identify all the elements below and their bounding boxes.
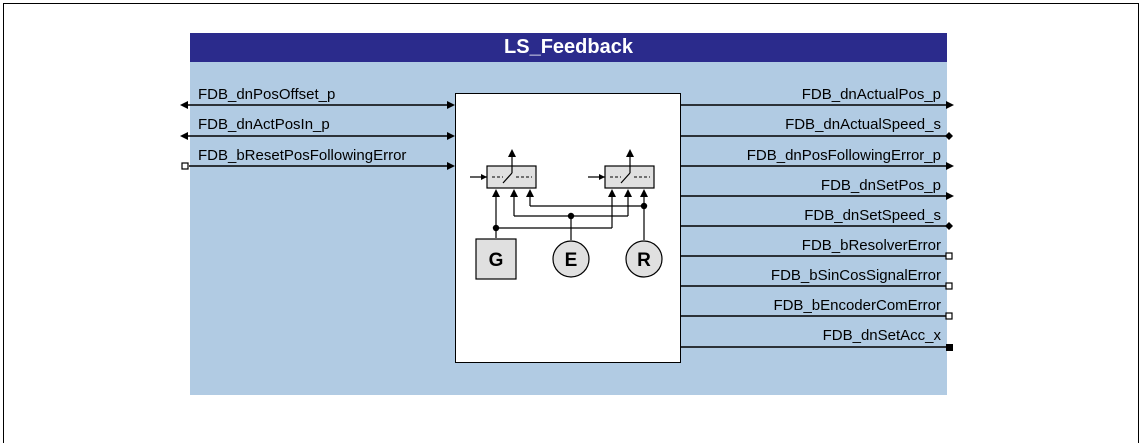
output-label-actual-pos: FDB_dnActualPos_p — [801, 86, 941, 103]
right-arrow-icon — [447, 132, 455, 140]
source-r-letter: R — [637, 250, 651, 271]
right-arrow-icon — [946, 192, 954, 200]
switch-block-right — [588, 149, 655, 189]
open-square-terminal-icon — [181, 162, 189, 170]
switch-block-left — [470, 149, 537, 189]
junction-dot — [492, 224, 500, 232]
open-square-terminal-icon — [945, 252, 953, 260]
diamond-terminal-icon — [945, 222, 953, 230]
source-r — [625, 240, 663, 278]
input-label-pos-offset: FDB_dnPosOffset_p — [198, 86, 336, 103]
input-label-reset-pos-following-error: FDB_bResetPosFollowingError — [198, 147, 407, 164]
left-arrow-icon — [180, 101, 188, 109]
open-square-terminal-icon — [945, 282, 953, 290]
source-g — [475, 238, 517, 280]
left-arrow-icon — [180, 132, 188, 140]
block-title: LS_Feedback — [190, 33, 947, 62]
right-arrow-icon — [946, 162, 954, 170]
source-e-letter: E — [565, 250, 578, 271]
output-label-set-speed: FDB_dnSetSpeed_s — [804, 207, 941, 224]
diamond-terminal-icon — [945, 132, 953, 140]
filled-square-terminal-icon — [946, 344, 953, 351]
right-arrow-icon — [447, 101, 455, 109]
open-square-terminal-icon — [945, 312, 953, 320]
input-label-act-pos-in: FDB_dnActPosIn_p — [198, 116, 330, 133]
figure-frame — [3, 3, 1139, 443]
output-label-sincos-signal-error: FDB_bSinCosSignalError — [770, 267, 941, 284]
junction-dot — [640, 202, 648, 210]
right-arrow-icon — [447, 162, 455, 170]
output-label-encoder-com-error: FDB_bEncoderComError — [773, 297, 941, 314]
output-label-actual-speed: FDB_dnActualSpeed_s — [785, 116, 941, 133]
right-arrow-icon — [946, 101, 954, 109]
source-e — [552, 240, 590, 278]
output-label-set-pos: FDB_dnSetPos_p — [820, 177, 941, 194]
junction-dot — [567, 212, 575, 220]
output-label-resolver-error: FDB_bResolverError — [801, 237, 941, 254]
source-g-letter: G — [489, 250, 504, 271]
output-label-set-acc: FDB_dnSetAcc_x — [822, 327, 941, 344]
output-label-pos-following-error: FDB_dnPosFollowingError_p — [746, 147, 941, 164]
